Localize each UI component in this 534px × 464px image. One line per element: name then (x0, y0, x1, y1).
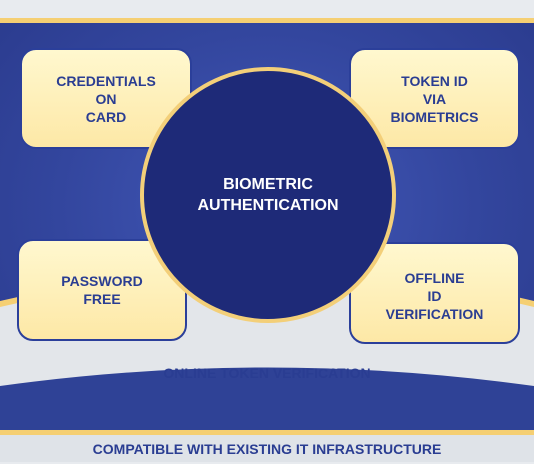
password-free-label: PASSWORD FREE (61, 273, 143, 307)
arc-inner-navy (0, 367, 534, 430)
token-id-via-biometrics-label: TOKEN ID VIA BIOMETRICS (390, 72, 479, 125)
offline-id-verification-label: OFFLINE ID VERIFICATION (385, 270, 484, 322)
online-token-verification-label: ONLINE TOKEN VERIFICATION (163, 365, 371, 381)
bottom-gold-rule (0, 430, 534, 435)
top-strip (0, 0, 534, 18)
biometric-authentication-label: BIOMETRIC AUTHENTICATION (197, 176, 339, 214)
footer-caption: COMPATIBLE WITH EXISTING IT INFRASTRUCTU… (0, 435, 534, 462)
biometric-authentication-circle: BIOMETRIC AUTHENTICATION (140, 67, 396, 323)
credentials-on-card-label: CREDENTIALS ON CARD (56, 72, 156, 125)
top-gold-rule (0, 18, 534, 23)
